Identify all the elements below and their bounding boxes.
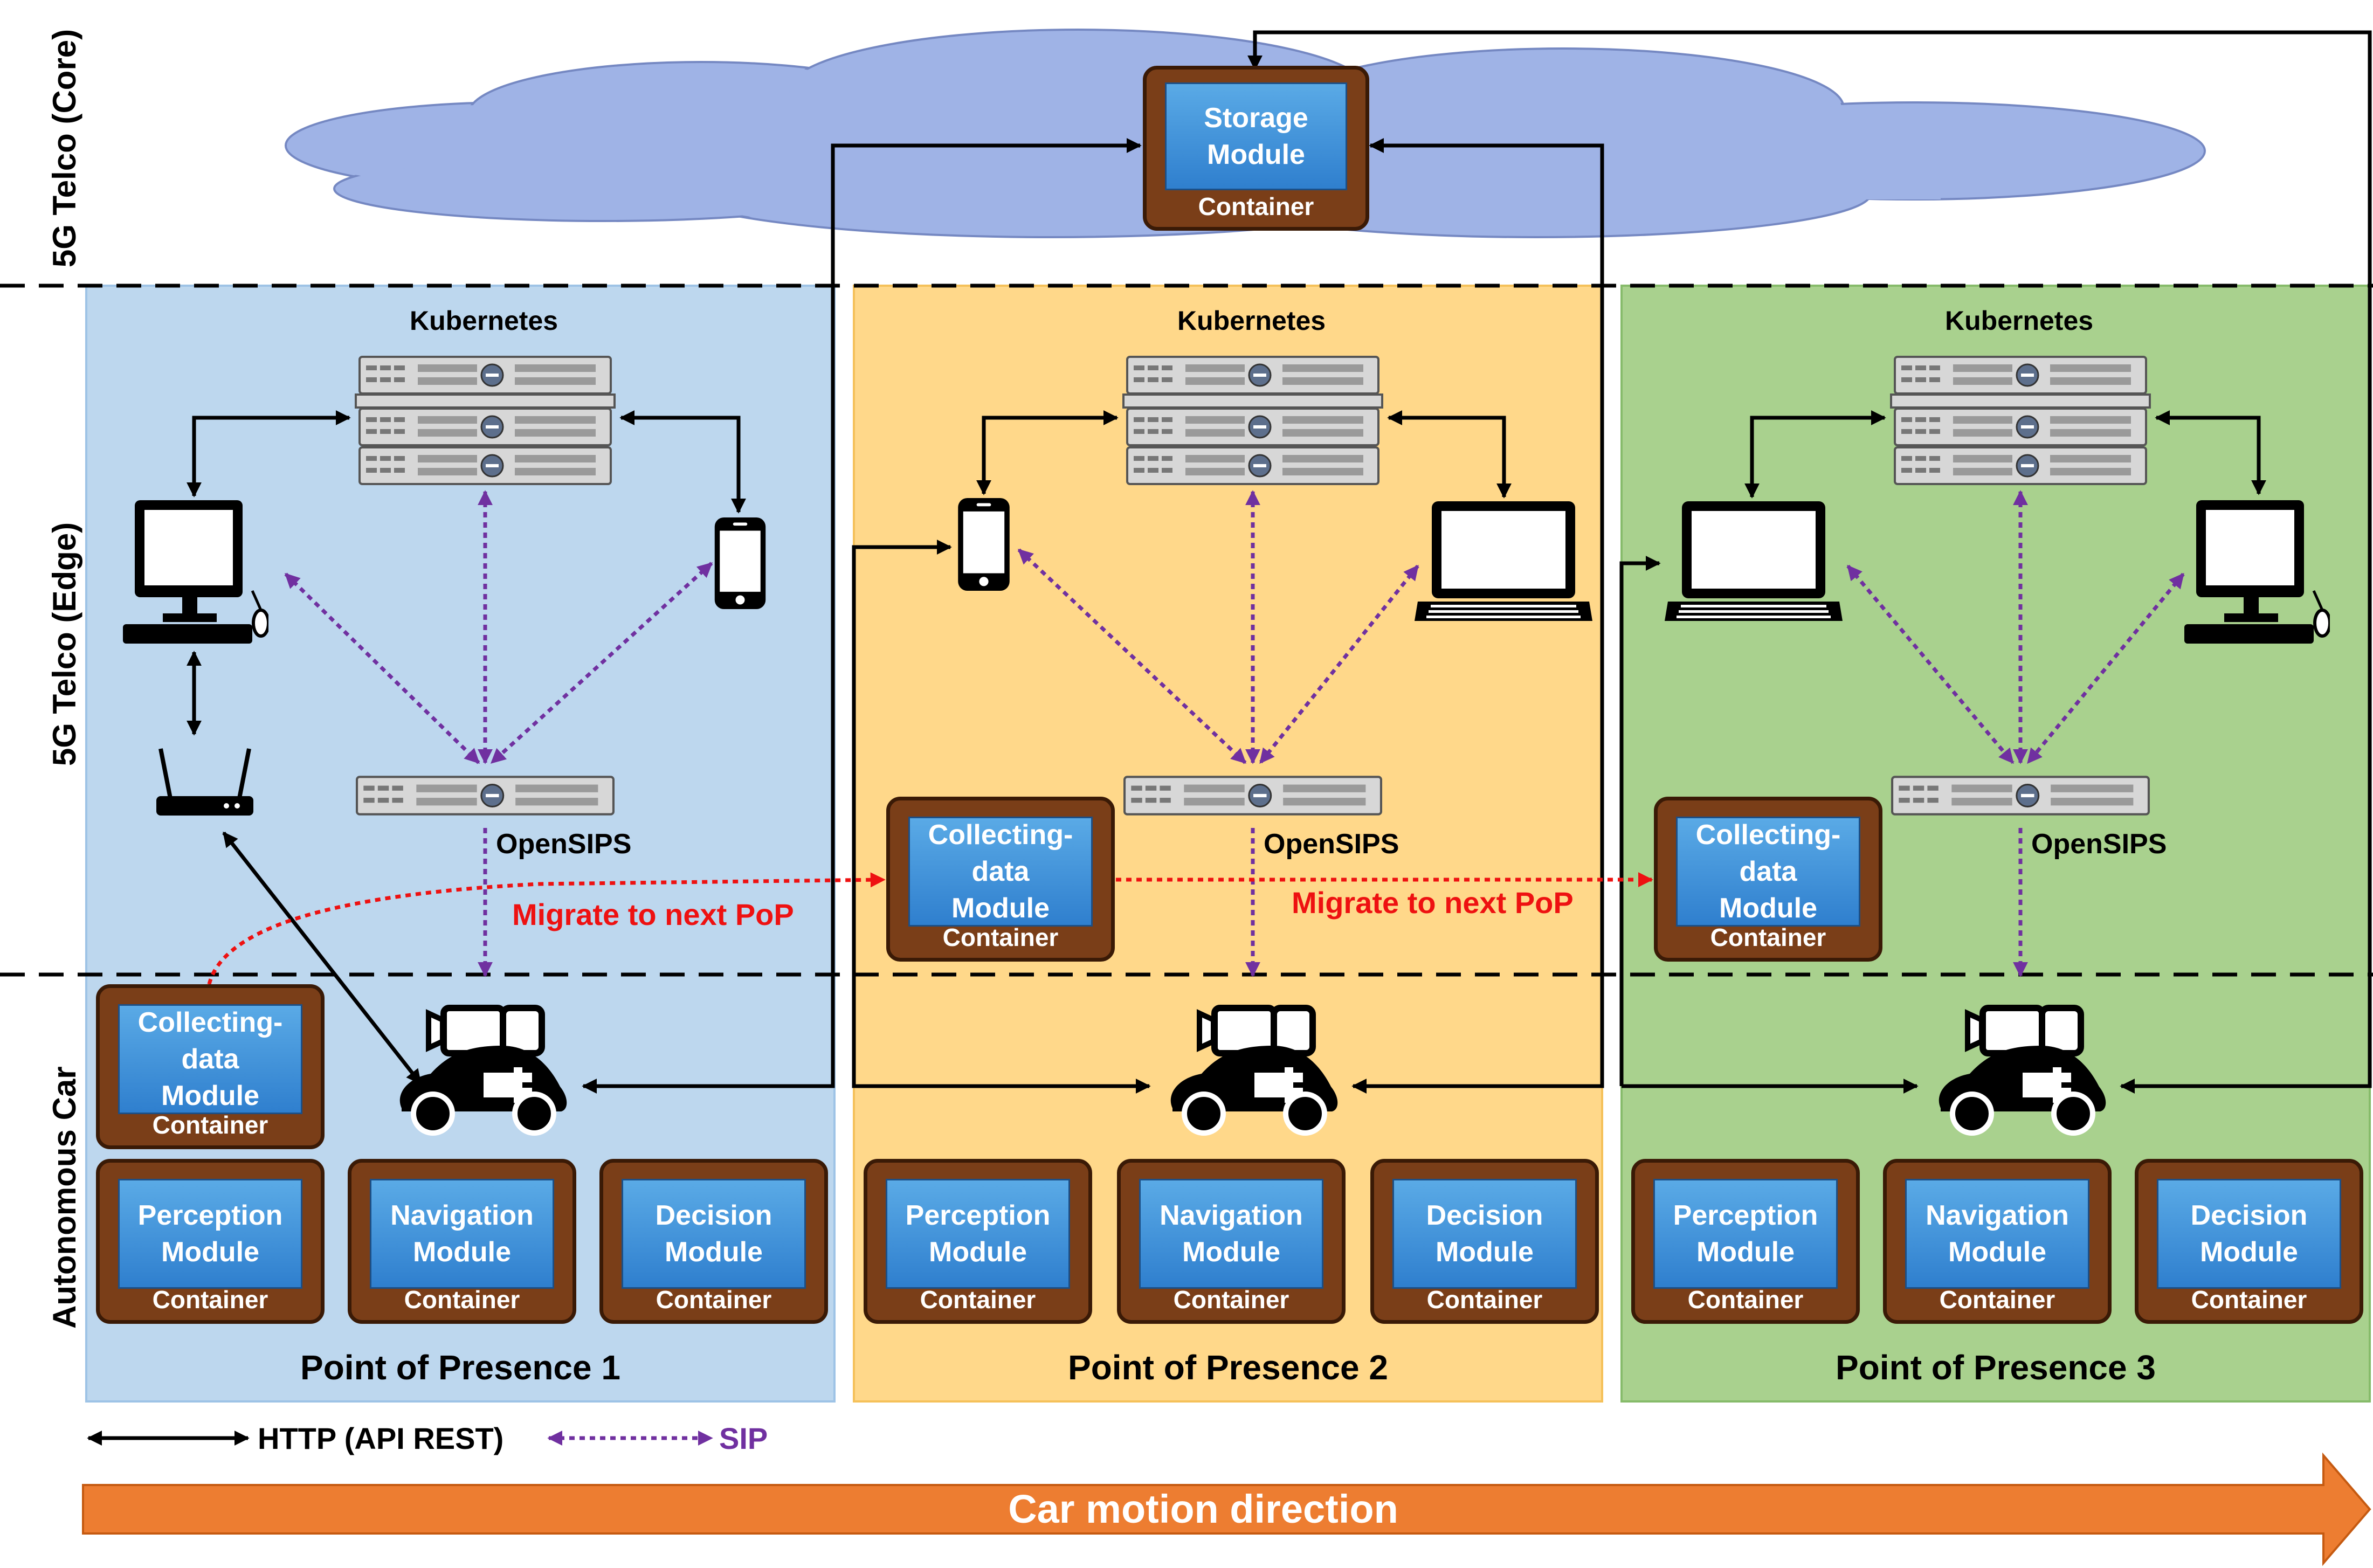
migration-arrows bbox=[207, 872, 1653, 985]
collecting-data-module: Collecting-data Module bbox=[908, 817, 1093, 927]
opensips-label: OpenSIPS bbox=[496, 828, 632, 860]
layer-label-car: Autonomous Car bbox=[46, 1066, 82, 1329]
container-label: Container bbox=[942, 923, 1059, 951]
container-label: Container bbox=[404, 1286, 520, 1314]
opensips-server-icon bbox=[1125, 777, 1381, 814]
opensips-label: OpenSIPS bbox=[2031, 828, 2167, 860]
decision-container: Decision Module Container bbox=[599, 1159, 828, 1324]
legend-sip-label: SIP bbox=[719, 1421, 768, 1455]
http-arrows-pop1 bbox=[187, 138, 1142, 1094]
motion-direction-arrow bbox=[82, 1452, 2371, 1566]
pop3-title: Point of Presence 3 bbox=[1836, 1348, 2156, 1387]
perception-module: Perception Module bbox=[886, 1179, 1070, 1289]
container-label: Container bbox=[2191, 1286, 2307, 1314]
container-label: Container bbox=[152, 1286, 268, 1314]
container-label: Container bbox=[1687, 1286, 1804, 1314]
motion-direction-label: Car motion direction bbox=[1008, 1487, 1398, 1531]
kubernetes-label: Kubernetes bbox=[410, 306, 558, 336]
navigation-container: Navigation Module Container bbox=[348, 1159, 576, 1324]
navigation-module: Navigation Module bbox=[1139, 1179, 1323, 1289]
collecting-data-container: Collecting-data Module Container bbox=[886, 797, 1115, 962]
collecting-data-container: Collecting-data Module Container bbox=[96, 984, 325, 1149]
legend-http-label: HTTP (API REST) bbox=[258, 1421, 504, 1455]
kubernetes-cluster-icon bbox=[1895, 357, 2146, 484]
kubernetes-label: Kubernetes bbox=[1945, 306, 2094, 336]
laptop-icon bbox=[1415, 501, 1592, 621]
smartphone-icon bbox=[958, 498, 1010, 591]
container-label: Container bbox=[1939, 1286, 2055, 1314]
perception-container: Perception Module Container bbox=[1631, 1159, 1860, 1324]
navigation-container: Navigation Module Container bbox=[1117, 1159, 1346, 1324]
laptop-icon bbox=[1665, 501, 1843, 621]
decision-module: Decision Module bbox=[622, 1179, 806, 1289]
collecting-data-container: Collecting-data Module Container bbox=[1654, 797, 1882, 962]
perception-module: Perception Module bbox=[1653, 1179, 1838, 1289]
container-label: Container bbox=[656, 1286, 772, 1314]
layer-label-core: 5G Telco (Core) bbox=[46, 29, 82, 268]
navigation-module: Navigation Module bbox=[1905, 1179, 2089, 1289]
navigation-container: Navigation Module Container bbox=[1883, 1159, 2112, 1324]
perception-container: Perception Module Container bbox=[864, 1159, 1092, 1324]
kubernetes-cluster-icon bbox=[1127, 357, 1378, 484]
kubernetes-label: Kubernetes bbox=[1177, 306, 1326, 336]
storage-container: Storage Module Container bbox=[1143, 66, 1369, 231]
container-label: Container bbox=[1173, 1286, 1289, 1314]
perception-module: Perception Module bbox=[118, 1179, 302, 1289]
container-label: Container bbox=[920, 1286, 1036, 1314]
container-label: Container bbox=[1426, 1286, 1543, 1314]
pop2-title: Point of Presence 2 bbox=[1068, 1348, 1388, 1387]
opensips-label: OpenSIPS bbox=[1264, 828, 1399, 860]
opensips-server-icon bbox=[1892, 777, 2149, 814]
http-arrows-pop3 bbox=[1247, 30, 2372, 1094]
decision-container: Decision Module Container bbox=[2135, 1159, 2363, 1324]
perception-container: Perception Module Container bbox=[96, 1159, 325, 1324]
collecting-data-module: Collecting-data Module bbox=[1676, 817, 1860, 927]
navigation-module: Navigation Module bbox=[370, 1179, 554, 1289]
migrate-label: Migrate to next PoP bbox=[512, 897, 794, 931]
layer-label-edge: 5G Telco (Edge) bbox=[46, 522, 82, 766]
pop1-title: Point of Presence 1 bbox=[300, 1348, 620, 1387]
decision-module: Decision Module bbox=[2157, 1179, 2341, 1289]
decision-container: Decision Module Container bbox=[1370, 1159, 1599, 1324]
opensips-server-icon bbox=[357, 777, 613, 814]
container-label: Container bbox=[152, 1111, 268, 1139]
sip-arrows bbox=[284, 490, 2185, 977]
collecting-data-module: Collecting-data Module bbox=[118, 1004, 302, 1114]
storage-module: Storage Module bbox=[1165, 82, 1347, 190]
smartphone-icon bbox=[714, 517, 766, 609]
kubernetes-cluster-icon bbox=[360, 357, 611, 484]
container-label: Container bbox=[1710, 923, 1826, 951]
migrate-label: Migrate to next PoP bbox=[1292, 886, 1574, 920]
container-label: Container bbox=[1198, 192, 1314, 220]
decision-module: Decision Module bbox=[1392, 1179, 1577, 1289]
